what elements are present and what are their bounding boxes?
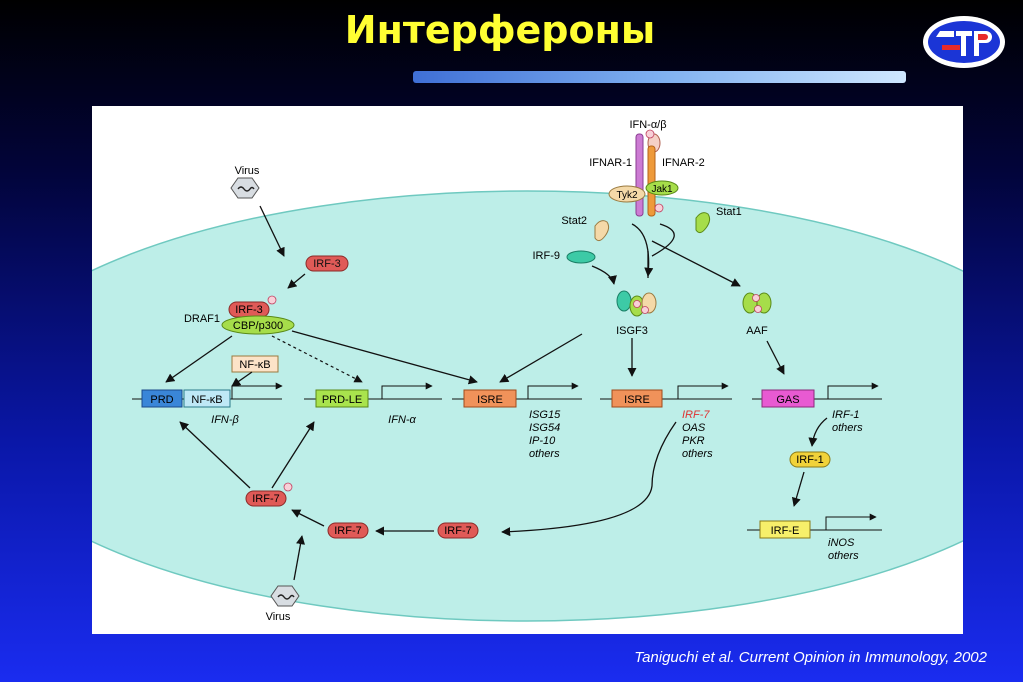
isre1-gene-list: ISG15 ISG54 IP-10 others: [529, 409, 561, 460]
isre-element-2: [611, 389, 663, 408]
isre2-gene: others: [682, 448, 713, 460]
ifn-ligand-label: IFN-α/β: [629, 119, 666, 131]
isre-label-2: ISRE: [624, 394, 650, 406]
gas-element: [761, 389, 815, 408]
university-logo-icon: [923, 16, 1005, 68]
irfe-element: [759, 520, 811, 539]
irf7-label-left: IRF-7: [252, 493, 280, 505]
isre1-gene: ISG54: [529, 422, 560, 434]
stat2-protein: [594, 220, 610, 242]
irf9-label: IRF-9: [533, 250, 561, 262]
phospho-receptor-1: [654, 203, 664, 213]
virus-label-top: Virus: [235, 165, 260, 177]
jak1-kinase: [645, 180, 679, 196]
stat1-label: Stat1: [716, 206, 742, 218]
irf3-label: IRF-3: [313, 258, 341, 270]
virus-icon-top: [230, 177, 260, 199]
tyk2-kinase: [608, 185, 646, 203]
nfkb-site-label: NF-κB: [191, 394, 222, 406]
isre1-gene: ISG15: [529, 409, 561, 421]
irf7-label-right: IRF-7: [444, 525, 472, 537]
citation-text: Taniguchi et al. Current Opinion in Immu…: [634, 649, 987, 666]
irf7-label-mid: IRF-7: [334, 525, 362, 537]
phospho-receptor-2: [645, 129, 655, 139]
tyk2-label: Tyk2: [616, 190, 638, 201]
aaf-label: AAF: [746, 325, 768, 337]
irf7-protein-left: [245, 490, 287, 507]
phospho-irf7: [283, 482, 293, 492]
irfe-gene-list: iNOS others: [828, 537, 859, 562]
interferon-pathway-figure: IFN-α/β IFNAR-1 IFNAR-2 Tyk2 Jak1 Stat2 …: [92, 106, 963, 634]
ifnar2-label: IFNAR-2: [662, 157, 705, 169]
aaf-complex: [742, 292, 772, 314]
title-underline-bar: [413, 71, 906, 83]
isre2-gene: PKR: [682, 435, 705, 447]
stat2-label: Stat2: [561, 215, 587, 227]
isre2-gene-irf7: IRF-7: [682, 409, 710, 421]
draf1-label: DRAF1: [184, 313, 220, 325]
irfe-label: IRF-E: [771, 525, 800, 537]
ifnar2-chain: [647, 145, 656, 217]
gas-gene: IRF-1: [832, 409, 860, 421]
irf1-protein: [789, 451, 831, 468]
phospho-irf3: [267, 295, 277, 305]
virus-label-bottom: Virus: [266, 611, 291, 623]
prd-element: [141, 389, 183, 408]
ifnar1-chain: [635, 133, 644, 217]
nfkb-free-box: [231, 355, 279, 373]
irfe-gene: iNOS: [828, 537, 855, 549]
prd-label: PRD: [150, 394, 173, 406]
gas-gene-list: IRF-1 others: [832, 409, 863, 434]
isre-element-1: [463, 389, 517, 408]
isgf3-label: ISGF3: [616, 325, 648, 337]
nfkb-site: [183, 389, 231, 408]
prdle-element: [315, 389, 369, 408]
isre2-gene-list: IRF-7 OAS PKR others: [682, 409, 713, 460]
virus-icon-bottom: [270, 585, 300, 607]
irf1-label: IRF-1: [796, 454, 824, 466]
irf7-protein-right: [437, 522, 479, 539]
irf9-protein: [566, 250, 596, 264]
irf7-protein-mid: [327, 522, 369, 539]
prdle-label: PRD-LE: [322, 394, 362, 406]
cbp-p300-protein: [221, 315, 295, 335]
isre-label-1: ISRE: [477, 394, 503, 406]
cbp-p300-label: CBP/p300: [233, 320, 283, 332]
irfe-gene: others: [828, 550, 859, 562]
ifnb-gene-label: IFN-β: [211, 414, 239, 426]
ifna-gene-label: IFN-α: [388, 414, 416, 426]
isre2-gene: OAS: [682, 422, 706, 434]
irf3-complex-label: IRF-3: [235, 304, 263, 316]
gas-label: GAS: [776, 394, 799, 406]
nfkb-free-label: NF-κB: [239, 359, 270, 371]
jak1-label: Jak1: [651, 184, 673, 195]
isre1-gene: IP-10: [529, 435, 556, 447]
ifnar1-label: IFNAR-1: [589, 157, 632, 169]
slide-title: Интерфероны: [344, 8, 656, 52]
stat1-protein: [695, 212, 711, 234]
irf3-protein: [305, 255, 349, 272]
isre1-gene: others: [529, 448, 560, 460]
gas-gene: others: [832, 422, 863, 434]
isgf3-complex: [616, 290, 657, 317]
